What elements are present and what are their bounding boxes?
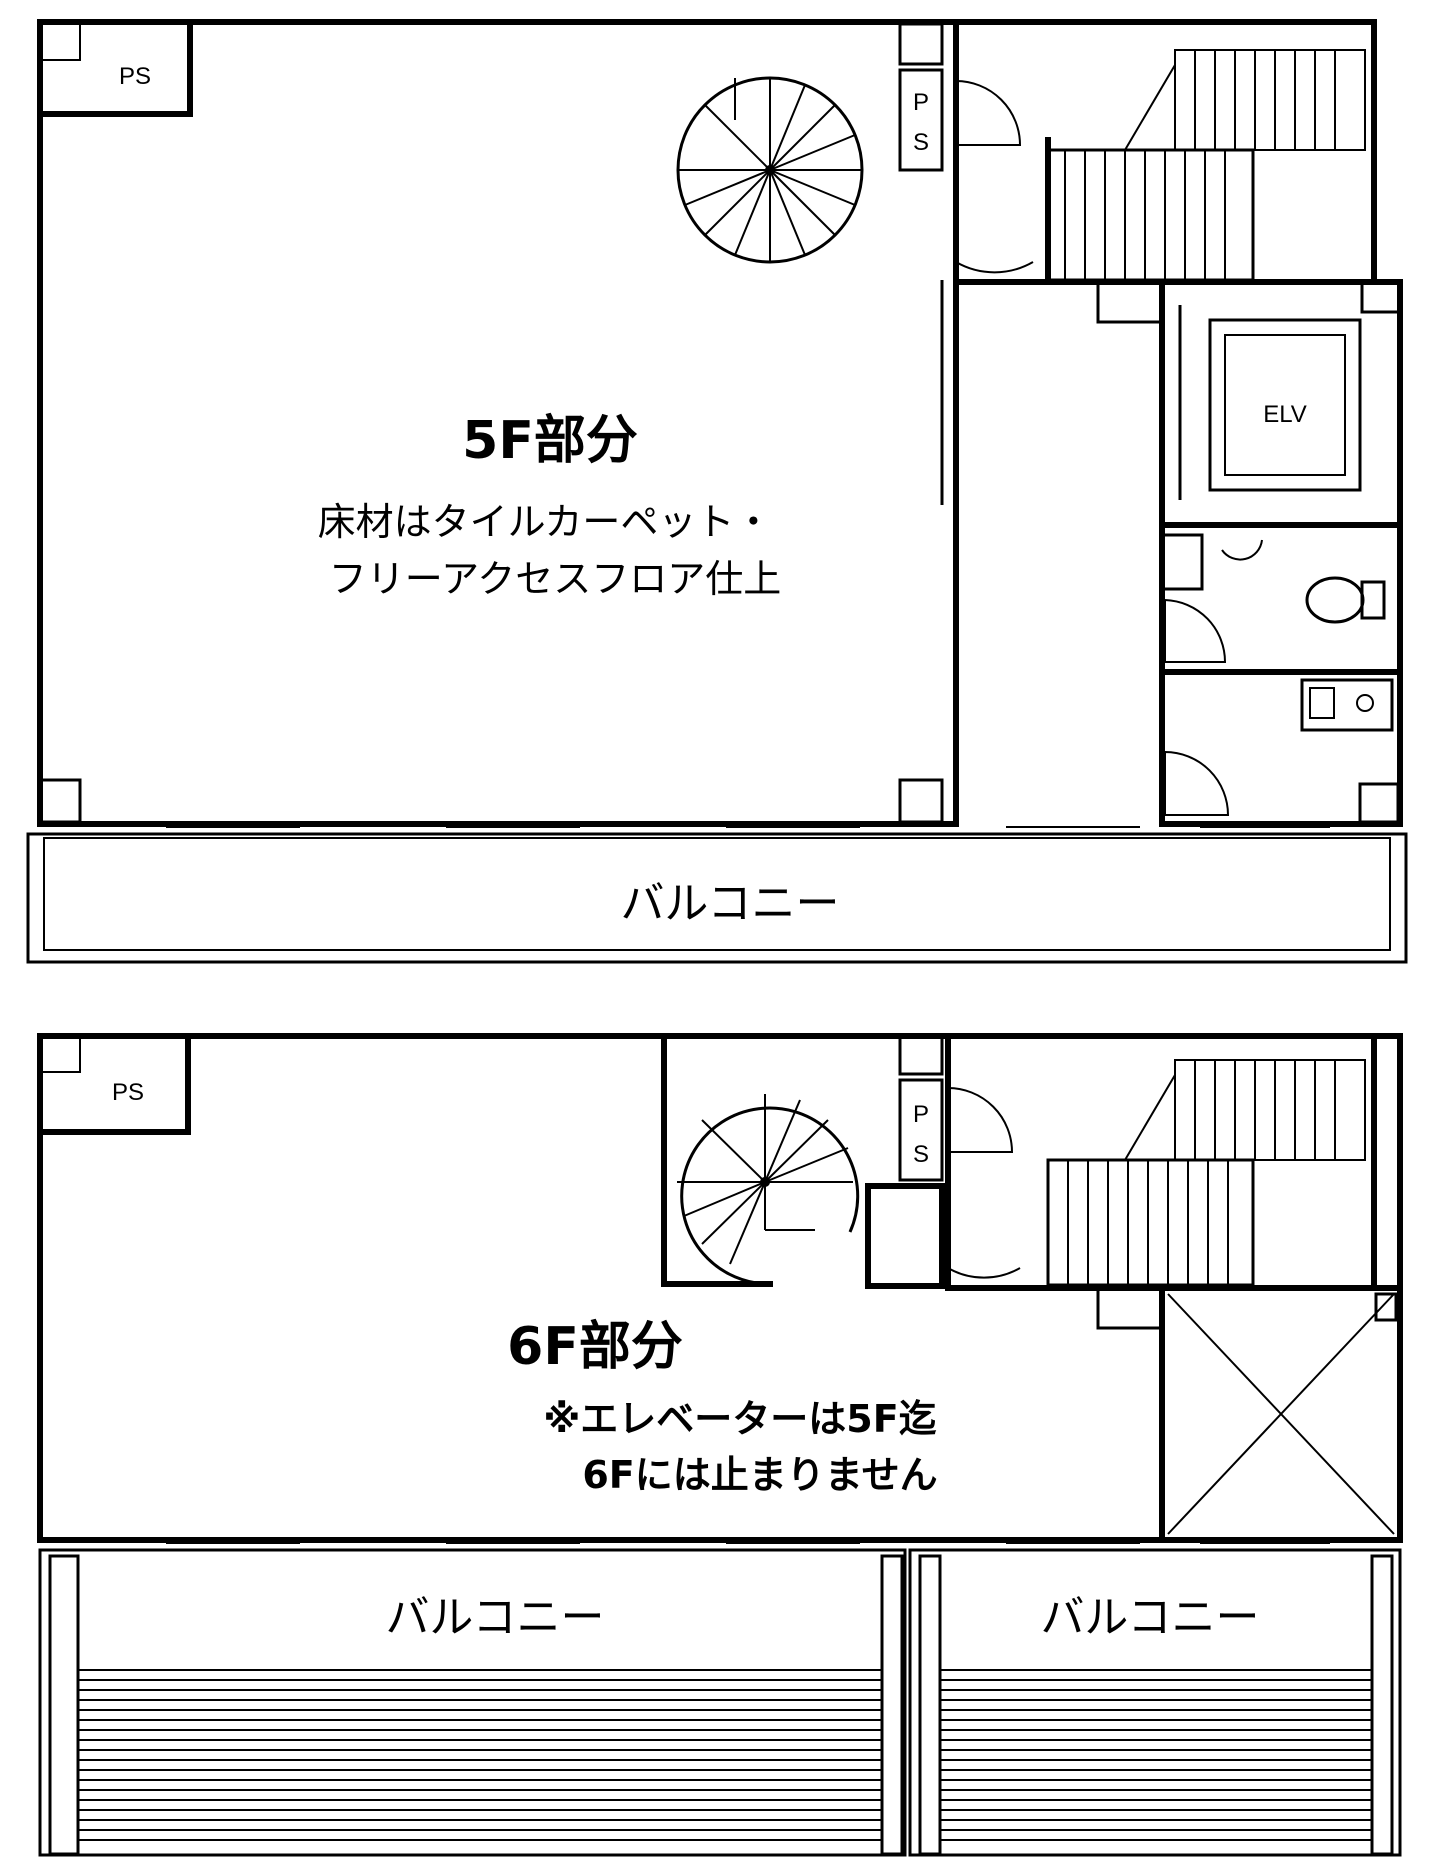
floor6-balcony-left-label: バルコニー (385, 1592, 604, 1643)
floor5-plan: PS P S (26, 19, 1408, 964)
floor5-ps-vertical-p: P (913, 89, 929, 116)
floor6-plan: PS P S (37, 1033, 1403, 1857)
floor6-ps-vertical-p: P (913, 1101, 929, 1128)
floor6-door (947, 1087, 1014, 1153)
floor5-note-line2: フリーアクセスフロア仕上 (329, 557, 782, 601)
floor5-column (1360, 280, 1402, 314)
floor6-door (947, 1196, 1021, 1279)
floor5-spiral-staircase (676, 76, 864, 264)
floor6-ps-vertical (898, 1078, 944, 1182)
floor5-stairs (1046, 49, 1366, 282)
floor6-elevator-void (1096, 1285, 1403, 1543)
floor5-toilet (1159, 533, 1403, 675)
floor6-balcony-left: バルコニー (38, 1548, 907, 1857)
floor6-stair-room (945, 1033, 1377, 1291)
floor6-ps-vertical-s: S (913, 1141, 929, 1168)
floor5-balcony-label: バルコニー (620, 878, 839, 929)
floor6-duct-box (865, 1183, 945, 1289)
floor5-column (1096, 280, 1164, 324)
floor5-ps-vertical-s: S (913, 129, 929, 156)
floor5-utility-room (1164, 678, 1400, 824)
floor5-ps-box (37, 19, 193, 117)
floor6-ps-box (37, 1033, 191, 1135)
floor6-balcony-right: バルコニー (908, 1548, 1402, 1857)
elv-label: ELV (1263, 401, 1307, 428)
floor5-title: 5F部分 (462, 411, 638, 471)
floor6-stair-enclosure (661, 1033, 773, 1287)
floor5-elevator: ELV (1159, 305, 1403, 528)
floor5-column (38, 778, 82, 824)
floor6-column (898, 1034, 944, 1076)
floor5-column (898, 22, 944, 66)
floor5-ps-vertical (898, 68, 944, 172)
floor6-note-line1: ※エレベーターは5F迄 (543, 1397, 936, 1441)
floor5-note-line1: 床材はタイルカーペット・ (318, 500, 773, 544)
floor5-door (955, 185, 1034, 274)
floor5-main-room-wall (37, 19, 959, 827)
floor6-spiral-staircase (677, 1094, 860, 1286)
floor5-column (898, 778, 944, 824)
floor6-note-line2: 6Fには止まりません (582, 1453, 937, 1497)
floor6-stairs (1046, 1059, 1366, 1287)
floor5-balcony (26, 832, 1408, 964)
floor5-door (955, 80, 1022, 146)
floor6-title: 6F部分 (507, 1317, 683, 1377)
floor5-ps-label: PS (119, 63, 151, 90)
floor6-ps-label: PS (112, 1079, 144, 1106)
floor5-column (39, 21, 81, 61)
floor5-core-block (1159, 279, 1403, 827)
floor6-balcony-right-label: バルコニー (1040, 1592, 1259, 1643)
